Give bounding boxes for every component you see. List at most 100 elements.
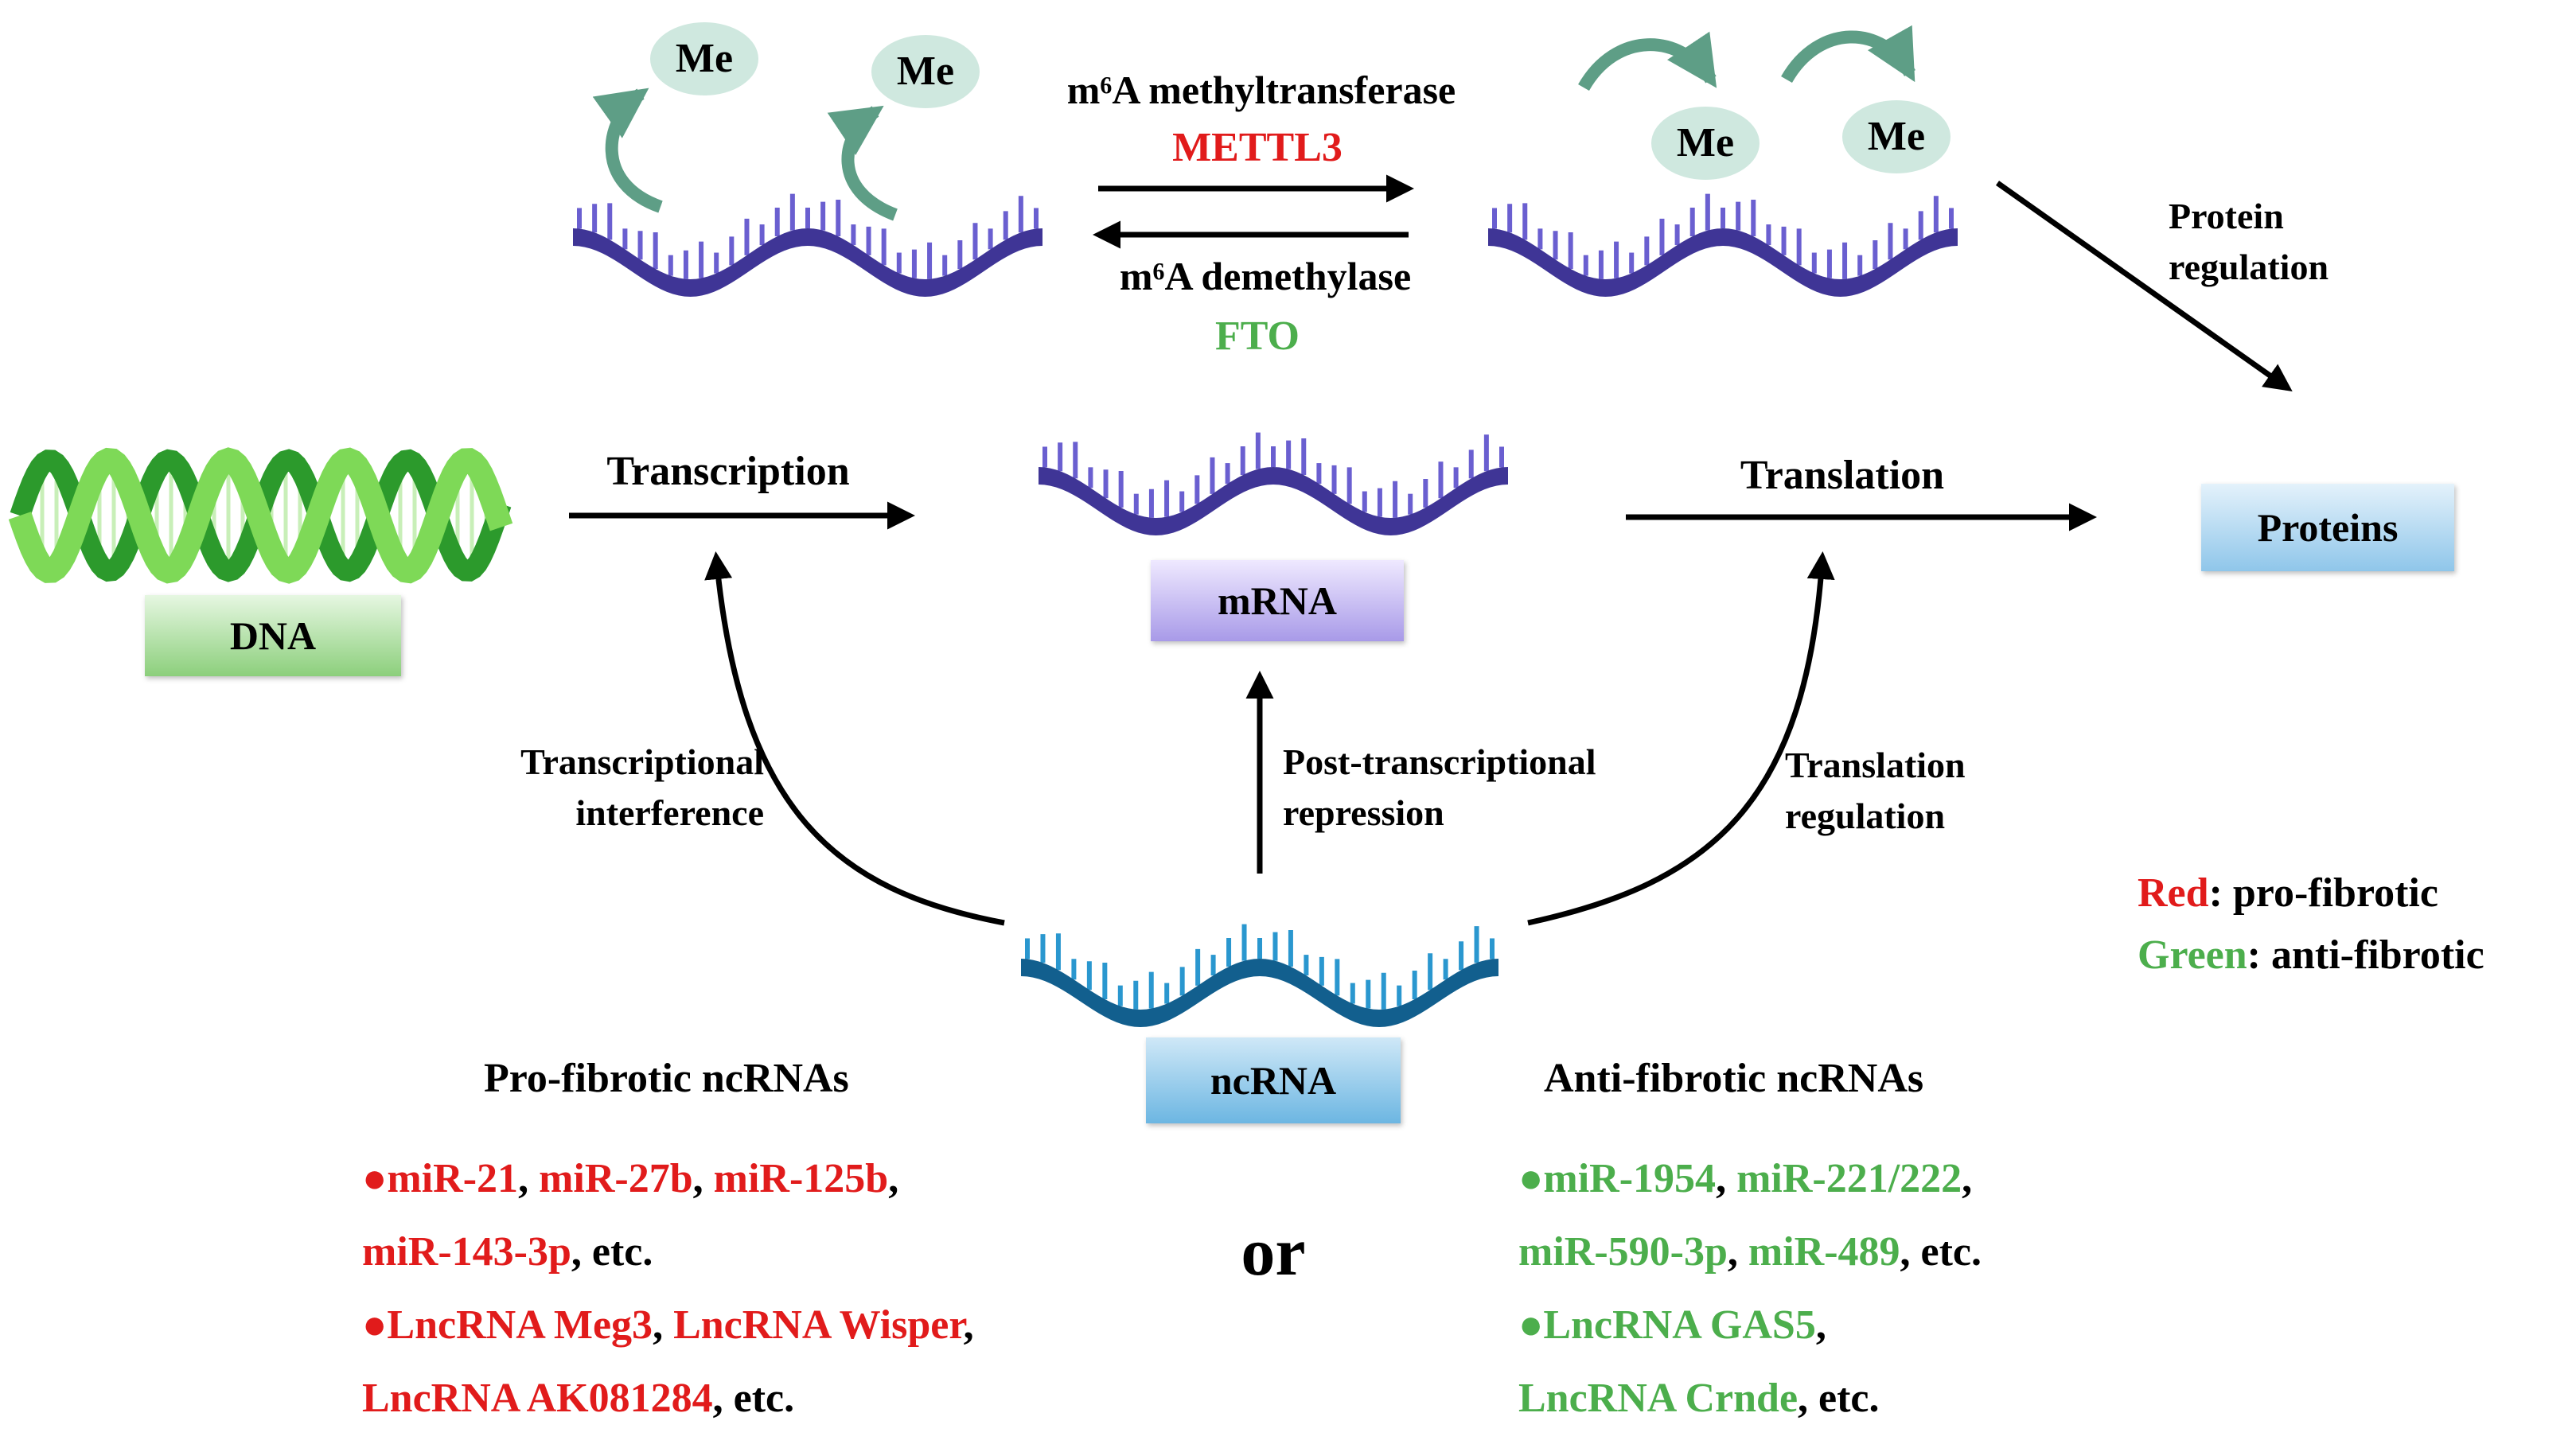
list-bullet: ● <box>1518 1302 1544 1348</box>
translation-regulation-label: Translation regulation <box>1785 740 1966 842</box>
me-circle <box>650 22 758 95</box>
separator: , <box>1815 1302 1826 1348</box>
separator: , <box>1716 1156 1737 1201</box>
etc-suffix: , etc. <box>571 1229 653 1275</box>
mrna-label: mRNA <box>1218 578 1337 623</box>
list-bullet: ● <box>362 1156 388 1201</box>
list-bullet: ● <box>362 1302 388 1348</box>
transcriptional-interference-label: Transcriptional interference <box>470 737 764 839</box>
me-circle <box>1651 107 1760 180</box>
ncrna-item: miR-221/222 <box>1736 1156 1962 1201</box>
mechanism-line: repression <box>1283 792 1444 833</box>
ncrna-item: LncRNA AK081284 <box>362 1376 713 1421</box>
legend-green-word: Green <box>2138 932 2247 978</box>
me-release-arrow <box>592 88 663 213</box>
rna-backbone <box>1021 959 1498 1027</box>
legend-red-desc: : pro-fibrotic <box>2208 870 2438 916</box>
etc-suffix: , etc. <box>1798 1376 1880 1421</box>
anti-fibrotic-title: Anti-fibrotic ncRNAs <box>1544 1056 1924 1101</box>
transcription-label: Transcription <box>606 449 850 494</box>
mechanism-line: Translation <box>1785 745 1966 785</box>
translation-regulation-arrow <box>1527 551 1835 926</box>
separator: , <box>653 1302 674 1348</box>
anti-fibrotic-line: LncRNA Crnde, etc. <box>1518 1362 1982 1435</box>
me-attach-arrow <box>1781 25 1915 84</box>
me-label: Me <box>1676 120 1735 165</box>
pro-fibrotic-line: miR-143-3p, etc. <box>362 1216 974 1289</box>
pro-fibrotic-line: ●LncRNA Meg3, LncRNA Wisper, <box>362 1289 974 1362</box>
translation-label: Translation <box>1740 453 1945 498</box>
post-transcriptional-repression-label: Post-transcriptional repression <box>1283 737 1596 839</box>
ncrna-item: LncRNA Crnde <box>1518 1376 1799 1421</box>
protein-regulation-line: regulation <box>2169 247 2329 287</box>
ncrna-item: miR-27b <box>539 1156 693 1201</box>
pro-fibrotic-line: LncRNA AK081284, etc. <box>362 1362 974 1435</box>
methyltransferase-label: m⁶A methyltransferase <box>1066 68 1456 112</box>
me-circle <box>1842 100 1951 173</box>
proteins-label: Proteins <box>2257 505 2399 550</box>
pro-fibrotic-list: ●miR-21, miR-27b, miR-125b, miR-143-3p, … <box>362 1142 974 1435</box>
anti-fibrotic-line: ●miR-1954, miR-221/222, <box>1518 1142 1982 1216</box>
pro-fibrotic-line: ●miR-21, miR-27b, miR-125b, <box>362 1142 974 1216</box>
legend-green: Green: anti-fibrotic <box>2138 924 2484 987</box>
me-label: Me <box>1867 114 1926 159</box>
ncrna-item: miR-143-3p <box>362 1229 571 1275</box>
me-circle <box>871 35 980 108</box>
separator: , <box>1727 1229 1748 1275</box>
me-label: Me <box>675 36 734 81</box>
ncrna-item: LncRNA Wisper <box>673 1302 964 1348</box>
mrna-strand <box>1039 432 1508 535</box>
protein-regulation-label: Protein regulation <box>2169 191 2329 293</box>
rna-backbone <box>573 228 1042 297</box>
ncrna-item: LncRNA GAS5 <box>1543 1302 1816 1348</box>
etc-suffix: , etc. <box>712 1376 795 1421</box>
legend: Red: pro-fibrotic Green: anti-fibrotic <box>2138 862 2484 987</box>
ncrna-item: miR-21 <box>387 1156 519 1201</box>
dna-strand <box>8 447 513 584</box>
transcriptional-interference-arrow <box>704 551 1005 926</box>
pro-fibrotic-title: Pro-fibrotic ncRNAs <box>484 1056 849 1101</box>
writer-mettl3: METTL3 <box>1172 125 1343 170</box>
mechanism-line: Transcriptional <box>520 741 764 782</box>
dna-label: DNA <box>229 613 317 658</box>
proteins-box: Proteins <box>2201 484 2454 571</box>
demethylase-label: m⁶A demethylase <box>1119 254 1412 298</box>
me-release-arrow <box>827 105 898 221</box>
ncrna-item: miR-125b <box>713 1156 889 1201</box>
eraser-fto: FTO <box>1215 313 1300 359</box>
mechanism-line: Post-transcriptional <box>1283 741 1596 782</box>
legend-red-word: Red <box>2138 870 2209 916</box>
anti-fibrotic-line: ●LncRNA GAS5, <box>1518 1289 1982 1362</box>
ncrna-item: LncRNA Meg3 <box>387 1302 653 1348</box>
legend-red: Red: pro-fibrotic <box>2138 862 2484 924</box>
rna-backbone <box>1488 228 1958 297</box>
mechanism-line: interference <box>575 792 764 833</box>
ncrna-item: miR-489 <box>1748 1229 1900 1275</box>
rna-strand-methylated <box>1488 193 1958 297</box>
or-connector: or <box>1241 1213 1306 1290</box>
dna-helix <box>8 447 513 584</box>
ncrna-box: ncRNA <box>1146 1037 1401 1123</box>
separator: , <box>963 1302 974 1348</box>
separator: , <box>692 1156 714 1201</box>
me-label: Me <box>896 49 955 94</box>
separator: , <box>518 1156 540 1201</box>
legend-green-desc: : anti-fibrotic <box>2247 932 2484 978</box>
anti-fibrotic-line: miR-590-3p, miR-489, etc. <box>1518 1216 1982 1289</box>
list-bullet: ● <box>1518 1156 1544 1201</box>
dna-box: DNA <box>145 595 401 676</box>
anti-fibrotic-list: ●miR-1954, miR-221/222, miR-590-3p, miR-… <box>1518 1142 1982 1435</box>
me-attach-arrow <box>1578 31 1717 91</box>
ncrna-item: miR-590-3p <box>1518 1229 1728 1275</box>
ncrna-label: ncRNA <box>1210 1058 1337 1103</box>
mrna-box: mRNA <box>1151 560 1404 641</box>
protein-regulation-line: Protein <box>2169 196 2284 236</box>
etc-suffix: , etc. <box>1900 1229 1982 1275</box>
ncrna-item: miR-1954 <box>1543 1156 1717 1201</box>
rna-strand-unmethylated <box>573 193 1042 297</box>
ncrna-strand <box>1021 924 1498 1027</box>
rna-backbone <box>1039 467 1508 535</box>
separator: , <box>888 1156 899 1201</box>
